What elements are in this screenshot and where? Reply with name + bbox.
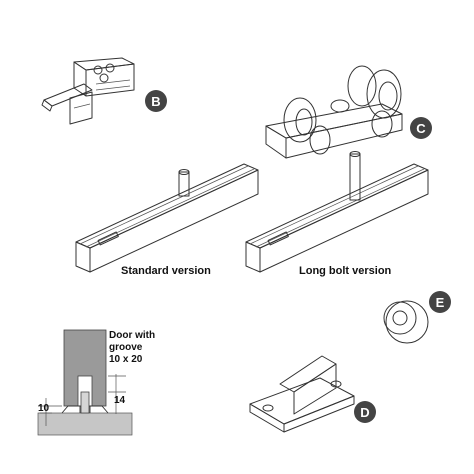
badge-c: C (410, 117, 432, 139)
guide-base (61, 405, 109, 414)
floor-guide-part-d (249, 355, 355, 433)
roller-carriage-part-c (265, 65, 403, 159)
badge-b: B (145, 90, 167, 112)
floor-section (37, 412, 133, 436)
stopper-clip-part-b (41, 57, 135, 125)
badge-c-letter: C (416, 121, 426, 136)
dimension-14: 14 (114, 395, 126, 406)
caption-standard-version: Standard version (121, 265, 211, 277)
guide-fin (80, 391, 90, 414)
detail-label-line-2: groove (109, 342, 143, 353)
detail-label-line-1: Door with (109, 330, 155, 341)
detail-label-line-3: 10 x 20 (109, 354, 143, 365)
badge-d-letter: D (360, 405, 369, 420)
door-groove-detail: Door with groove 10 x 20 10 14 (37, 329, 155, 436)
badge-e: E (429, 291, 451, 313)
track-standard-version (75, 163, 259, 273)
track-long-bolt-version (245, 151, 429, 273)
caption-long-bolt-version: Long bolt version (299, 265, 392, 277)
dimension-10: 10 (38, 403, 50, 414)
door-section (63, 329, 107, 407)
badge-b-letter: B (151, 94, 160, 109)
buffer-part-e (383, 300, 429, 344)
badge-d: D (354, 401, 376, 423)
badge-e-letter: E (436, 295, 445, 310)
